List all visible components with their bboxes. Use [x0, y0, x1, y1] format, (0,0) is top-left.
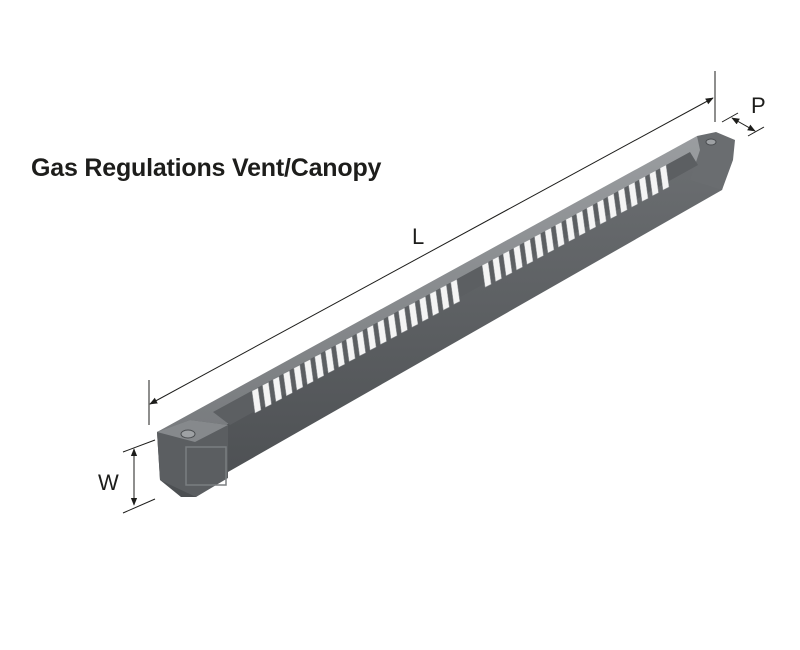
dimension-width: W [98, 439, 156, 514]
vent-body [157, 132, 735, 497]
dimension-length: L [148, 71, 716, 425]
length-label: L [412, 224, 424, 249]
right-screw-icon [705, 138, 717, 146]
left-screw-icon [180, 429, 196, 439]
width-label: W [98, 470, 119, 495]
depth-label: P [751, 93, 766, 118]
dimension-depth: P [721, 93, 766, 137]
